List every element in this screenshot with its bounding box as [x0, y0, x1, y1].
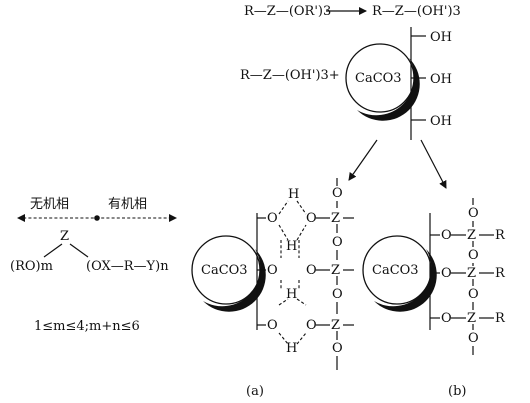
svg-text:R: R [495, 311, 506, 326]
svg-text:O: O [332, 186, 343, 201]
oh-group: OH [430, 72, 452, 87]
reaction-product: R—Z—(OH')3 [372, 4, 461, 19]
caco3-label: CaCO3 [201, 263, 248, 278]
organofunctional-group: (OX—R—Y)n [86, 259, 169, 274]
svg-text:Z: Z [467, 228, 476, 243]
svg-text:O: O [441, 266, 452, 281]
caco3-label: CaCO3 [372, 263, 419, 278]
svg-text:O: O [267, 211, 278, 226]
svg-text:O: O [332, 287, 343, 302]
svg-text:O: O [267, 263, 278, 278]
svg-text:Z: Z [331, 318, 340, 333]
organic-phase-label: 有机相 [108, 197, 147, 212]
svg-text:O: O [468, 248, 479, 263]
center-atom-z: Z [60, 229, 69, 244]
svg-text:Z: Z [331, 263, 340, 278]
alkoxy-group: (RO)m [10, 259, 53, 274]
arrow-to-b [420, 139, 447, 189]
svg-text:H: H [286, 287, 297, 302]
caco3-particle-a: CaCO3 [191, 235, 266, 312]
hydrogen-bond-network: H H H H [278, 187, 307, 356]
svg-text:O: O [306, 318, 317, 333]
oh-group: OH [430, 30, 452, 45]
reaction-reactant: R—Z—(OR')3 [244, 4, 331, 19]
svg-text:Z: Z [467, 311, 476, 326]
caco3-particle-b: CaCO3 [362, 235, 437, 312]
svg-text:O: O [332, 341, 343, 356]
svg-text:O: O [468, 287, 479, 302]
svg-text:Z: Z [331, 211, 340, 226]
panel-a-label: (a) [246, 384, 264, 399]
svg-text:R: R [495, 266, 506, 281]
svg-text:O: O [441, 311, 452, 326]
caco3-label: CaCO3 [355, 71, 402, 86]
grafted-chain-b: O Z R O Z R O Z R O O O O [430, 198, 506, 355]
svg-text:H: H [286, 341, 297, 356]
svg-text:O: O [468, 206, 479, 221]
svg-text:H: H [288, 187, 299, 202]
surface-oxygens-a: O O O [257, 211, 278, 333]
svg-text:R: R [495, 228, 506, 243]
caco3-particle-top: CaCO3 [345, 43, 420, 121]
svg-text:Z: Z [467, 266, 476, 281]
svg-text:O: O [306, 263, 317, 278]
svg-text:O: O [441, 228, 452, 243]
svg-text:H: H [286, 239, 297, 254]
phase-boundary-dot [94, 215, 100, 221]
panel-b-label: (b) [448, 384, 466, 399]
inorganic-phase-label: 无机相 [30, 197, 69, 212]
svg-text:O: O [332, 235, 343, 250]
svg-text:O: O [267, 318, 278, 333]
oh-group: OH [430, 114, 452, 129]
svg-text:O: O [468, 331, 479, 346]
arrow-to-a [348, 139, 378, 181]
hydrolyzed-silane: R—Z—(OH')3+ [240, 68, 340, 83]
svg-text:O: O [306, 211, 317, 226]
stoichiometry-constraint: 1≤m≤4;m+n≤6 [34, 319, 140, 334]
siloxane-chain-a: O Z O Z O Z O O O O [306, 178, 354, 370]
